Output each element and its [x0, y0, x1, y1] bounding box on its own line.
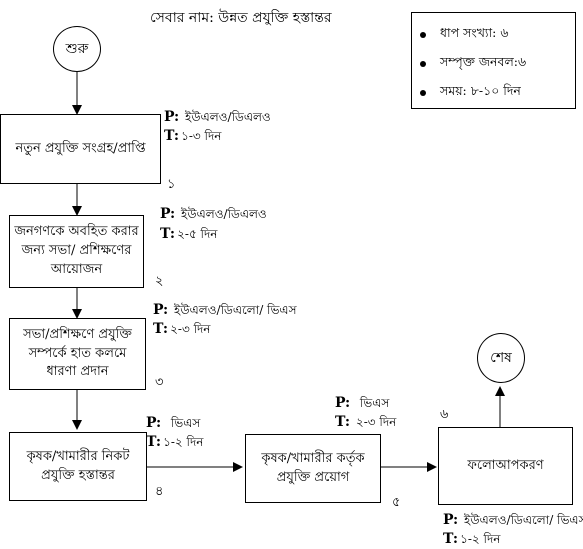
p-prefix: P:: [153, 302, 169, 318]
step-2-person: P: ইউএলও/ডিএলও: [160, 206, 267, 223]
step-3-time-value: ২-৩ দিন: [170, 322, 211, 336]
p-prefix: P:: [160, 206, 176, 222]
info-row-staff: সম্পৃক্ত জনবল:৬: [420, 54, 567, 74]
step-2-number: ২: [155, 274, 164, 289]
step-5-time: T: ২-৩ দিন: [335, 414, 396, 431]
step-5-box: কৃষক/খামারীর কর্তৃক প্রযুক্তি প্রয়োগ: [245, 434, 381, 503]
step-4-number: ৪: [155, 484, 164, 499]
start-node: শুরু: [53, 26, 101, 72]
t-prefix: T:: [160, 226, 176, 242]
t-prefix: T:: [335, 414, 351, 430]
info-steps: ধাপ সংখ্যা: ৬: [440, 25, 509, 40]
bullet-icon: [420, 90, 426, 96]
service-title: সেবার নাম: উন্নত প্রযুক্তি হস্তান্তর: [150, 10, 332, 26]
p-prefix: P:: [146, 415, 162, 431]
step-2-person-value: ইউএলও/ডিএলও: [181, 207, 267, 221]
step-6-number: ৬: [440, 407, 449, 422]
bullet-icon: [420, 32, 426, 38]
p-prefix: P:: [443, 512, 459, 528]
bullet-icon: [420, 61, 426, 67]
t-prefix: T:: [164, 128, 180, 144]
step-5-text: কৃষক/খামারীর কর্তৃক প্রযুক্তি প্রয়োগ: [261, 450, 365, 485]
step-4-text: কৃষক/খামারীর নিকট প্রযুক্তি হস্তান্তর: [26, 448, 130, 483]
step-1-person-value: ইউএলও/ডিএলও: [185, 110, 271, 124]
step-3-text: সভা/প্রশিক্ষণে প্রযুক্তি সম্পর্কে হাত কল…: [23, 326, 132, 380]
info-row-steps: ধাপ সংখ্যা: ৬: [420, 25, 567, 45]
t-prefix: T:: [443, 531, 459, 547]
step-2-time: T:২-৫ দিন: [160, 226, 217, 243]
info-time: সময়: ৮-১০ দিন: [440, 83, 521, 98]
step-6-person-value: ইউএলও/ডিএলো/ ভিএস: [464, 513, 583, 527]
p-prefix: P:: [164, 109, 180, 125]
t-prefix: T:: [153, 321, 169, 337]
step-6-text: ফলোআপকরণ: [467, 457, 544, 473]
step-6-time: T:১-২ দিন: [443, 531, 500, 548]
step-1-time-value: ১-৩ দিন: [181, 129, 222, 143]
step-1-text: নতুন প্রযুক্তি সংগ্রহ/প্রাপ্তি: [15, 140, 146, 156]
info-box: ধাপ সংখ্যা: ৬ সম্পৃক্ত জনবল:৬ সময়: ৮-১০…: [411, 12, 576, 109]
step-5-number: ৫: [392, 495, 401, 510]
step-6-time-value: ১-২ দিন: [460, 532, 501, 546]
step-1-time: T:১-৩ দিন: [164, 128, 221, 145]
step-5-person-value: ভিএস: [359, 396, 390, 410]
step-1-person: P: ইউএলও/ডিএলও: [164, 109, 271, 126]
end-node: শেষ: [477, 333, 525, 383]
step-2-box: জনগণকে অবহিত করার জন্য সভা/ প্রশিক্ষণের …: [9, 215, 144, 288]
p-prefix: P:: [335, 395, 351, 411]
info-staff: সম্পৃক্ত জনবল:৬: [440, 54, 527, 69]
t-prefix: T:: [146, 434, 162, 450]
step-3-number: ৩: [155, 375, 164, 390]
step-6-person: P: ইউএলও/ডিএলো/ ভিএস: [443, 512, 583, 529]
step-4-time: T:১-২ দিন: [146, 434, 203, 451]
step-2-time-value: ২-৫ দিন: [177, 227, 218, 241]
step-5-time-value: ২-৩ দিন: [355, 415, 397, 429]
step-3-box: সভা/প্রশিক্ষণে প্রযুক্তি সম্পর্কে হাত কল…: [9, 318, 146, 390]
step-1-box: নতুন প্রযুক্তি সংগ্রহ/প্রাপ্তি: [0, 114, 161, 184]
step-1-number: ১: [167, 177, 176, 192]
step-3-person-value: ইউএলও/ডিএলো/ ভিএস: [174, 303, 297, 317]
step-5-person: P: ভিএস: [335, 395, 389, 412]
step-3-time: T:২-৩ দিন: [153, 321, 210, 338]
step-4-person-value: ভিএস: [170, 416, 201, 430]
step-6-box: ফলোআপকরণ: [438, 427, 573, 505]
step-4-person: P: ভিএস: [146, 415, 200, 432]
step-4-time-value: ১-২ দিন: [163, 435, 204, 449]
step-3-person: P: ইউএলও/ডিএলো/ ভিএস: [153, 302, 297, 319]
step-4-box: কৃষক/খামারীর নিকট প্রযুক্তি হস্তান্তর: [9, 432, 147, 501]
step-2-text: জনগণকে অবহিত করার জন্য সভা/ প্রশিক্ষণের …: [14, 224, 139, 277]
info-row-time: সময়: ৮-১০ দিন: [420, 83, 567, 103]
